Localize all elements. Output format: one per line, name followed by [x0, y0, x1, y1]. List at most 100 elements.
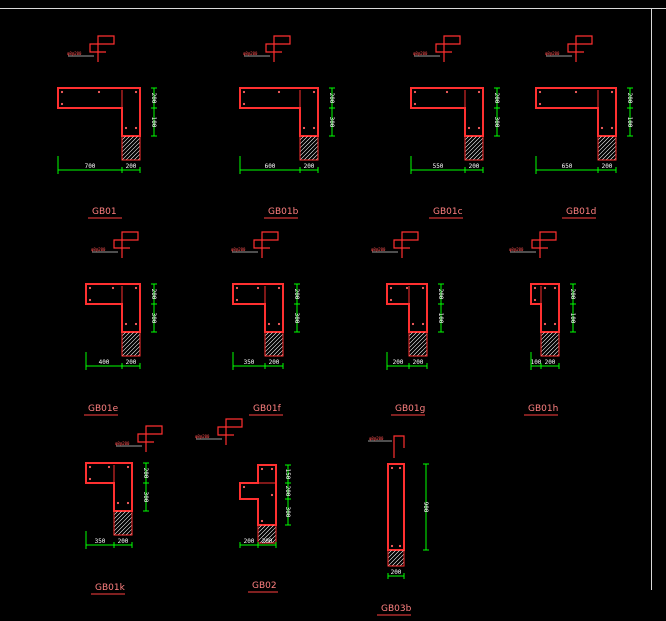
rebar-dot: [134, 126, 138, 130]
rebar-dot: [134, 286, 138, 290]
rebar-dot: [302, 126, 306, 130]
dimension-text: 200: [469, 163, 480, 170]
rebar-dot: [124, 322, 128, 326]
dimension-text: 200: [126, 163, 137, 170]
rebar-dot: [398, 466, 402, 470]
rebar-dot: [600, 126, 604, 130]
dimension-text: 100: [531, 359, 542, 366]
hatch-fill: [300, 136, 318, 160]
rebar-dot: [467, 126, 471, 130]
dimension-text: 300: [142, 492, 149, 503]
rebar-note: φ8@200: [371, 247, 386, 252]
section-label: GB01: [92, 207, 117, 217]
section-label: GB01g: [395, 404, 425, 414]
rebar-dot: [88, 298, 92, 302]
rebar-dot: [543, 286, 547, 290]
dimension-text: 200: [493, 93, 500, 104]
dimension-text: 300: [150, 313, 157, 324]
section-label: GB01b: [268, 207, 299, 217]
rebar-note: φ8@200: [231, 247, 246, 252]
rebar-dot: [610, 90, 614, 94]
rebar-dot: [235, 286, 239, 290]
rebar-dot: [477, 126, 481, 130]
rebar-dot: [312, 126, 316, 130]
rebar-dot: [60, 90, 64, 94]
masonry-outline: [257, 524, 277, 544]
hatch-fill: [265, 332, 283, 356]
rebar-dot: [445, 90, 449, 94]
hatch-fill: [409, 332, 427, 356]
rebar-dot: [124, 126, 128, 130]
concrete-outline: [386, 283, 428, 333]
rebar-dot: [126, 501, 130, 505]
dimension-text: 100: [569, 313, 576, 324]
hatch-fill: [541, 332, 559, 356]
rebar-dot: [134, 90, 138, 94]
dimension-text: 200: [284, 486, 291, 497]
dimension-text: 200: [150, 289, 157, 300]
rebar-dot: [538, 90, 542, 94]
rebar-note: φ8@200: [67, 51, 82, 56]
masonry-outline: [597, 135, 617, 161]
rebar-dot: [88, 465, 92, 469]
dimension-text: 300: [328, 117, 335, 128]
concrete-outline: [387, 463, 405, 551]
rebar-dot: [390, 544, 394, 548]
masonry-outline: [464, 135, 484, 161]
rebar-dot: [267, 322, 271, 326]
rebar-dot: [398, 544, 402, 548]
hatch-fill: [122, 332, 140, 356]
rebar-dot: [413, 102, 417, 106]
rebar-dot: [277, 322, 281, 326]
rebar-dot: [242, 485, 246, 489]
rebar-dot: [610, 126, 614, 130]
rebar-dot: [235, 298, 239, 302]
rebar-dot: [111, 286, 115, 290]
reinforcement-symbol: [137, 425, 163, 452]
rebar-note: φ8@200: [545, 51, 560, 56]
rebar-dot: [97, 90, 101, 94]
hatch-fill: [388, 550, 404, 566]
concrete-outline: [57, 87, 141, 137]
rebar-dot: [411, 322, 415, 326]
rebar-dot: [533, 298, 537, 302]
section-label: GB01k: [95, 583, 126, 593]
masonry-outline: [387, 549, 405, 567]
concrete-outline: [410, 87, 484, 137]
masonry-outline: [113, 510, 133, 536]
rebar-dot: [270, 467, 274, 471]
concrete-outline: [85, 283, 141, 333]
rebar-dot: [312, 90, 316, 94]
rebar-dot: [477, 90, 481, 94]
reinforcement-symbol: [393, 231, 419, 258]
dimension-text: 550: [433, 163, 444, 170]
concrete-outline: [535, 87, 617, 137]
rebar-dot: [574, 90, 578, 94]
section-label: GB02: [252, 581, 277, 591]
reinforcement-symbol: [393, 435, 405, 458]
rebar-dot: [543, 322, 547, 326]
dimension-text: 200: [626, 93, 633, 104]
rebar-dot: [256, 286, 260, 290]
rebar-dot: [126, 465, 130, 469]
dimension-text: 200: [126, 359, 137, 366]
rebar-dot: [390, 466, 394, 470]
rebar-dot: [260, 519, 264, 523]
rebar-note: φ8@200: [195, 434, 210, 439]
hatch-fill: [114, 511, 132, 535]
dimension-text: 100: [626, 117, 633, 128]
masonry-outline: [264, 331, 284, 357]
rebar-dot: [277, 90, 281, 94]
rebar-dot: [270, 493, 274, 497]
section-label: GB01e: [88, 404, 119, 414]
reinforcement-symbol: [253, 231, 279, 258]
rebar-dot: [421, 322, 425, 326]
dimension-text: 200: [328, 93, 335, 104]
rebar-note: φ8@200: [243, 51, 258, 56]
rebar-note: φ8@200: [91, 247, 106, 252]
